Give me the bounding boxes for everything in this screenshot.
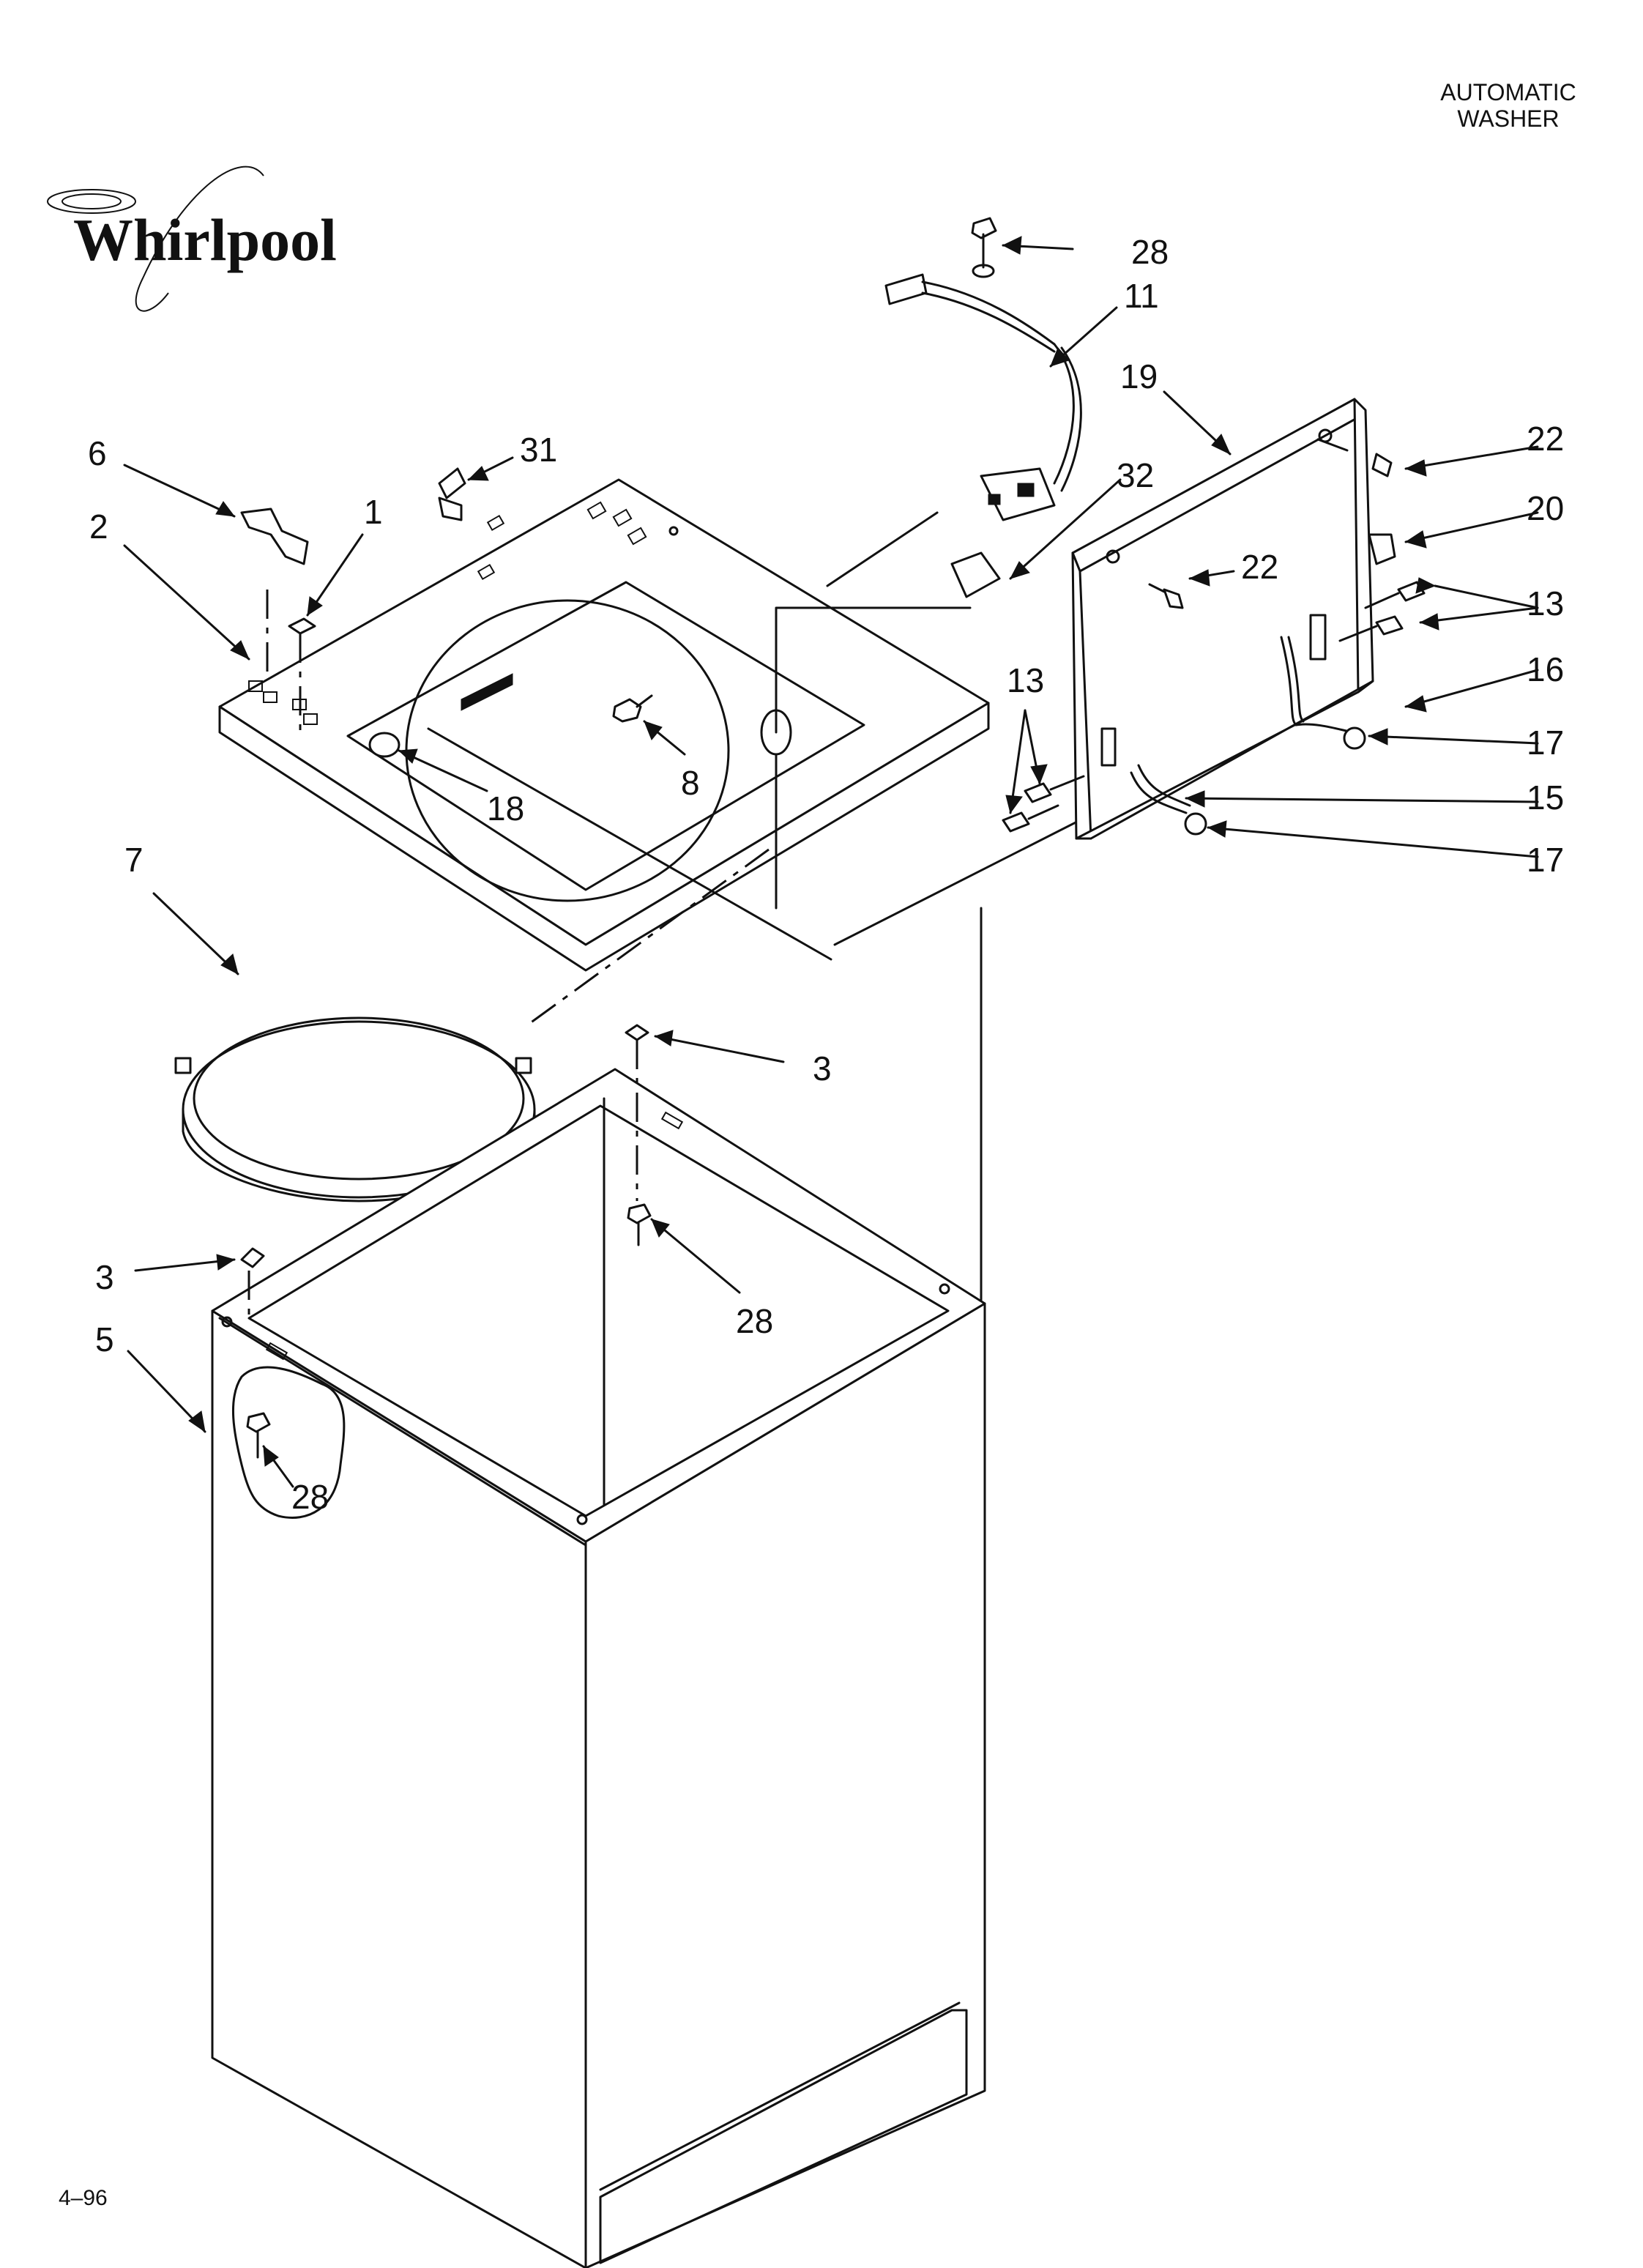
hose-elbow-18 [368, 732, 400, 758]
cap-17-lower [1184, 812, 1207, 836]
logo-swirl-outer [47, 189, 136, 214]
callout-17-upper: 17 [1527, 724, 1564, 762]
callout-22-center: 22 [1241, 548, 1278, 586]
screw-28-cutaway [246, 1412, 271, 1459]
footer-code: 4–96 [59, 2186, 108, 2210]
hinge-clip [240, 507, 309, 565]
clip-3-center [625, 1024, 649, 1201]
washer-top [218, 478, 990, 972]
callout-20: 20 [1527, 489, 1564, 527]
lid-switch-harness [826, 273, 1082, 587]
callout-28-cutaway: 28 [291, 1478, 329, 1516]
spring-clip-1 [288, 617, 316, 732]
rivet-22-center [1148, 583, 1184, 609]
logo-swoosh [135, 166, 264, 312]
screw-13-right [1338, 581, 1426, 642]
callout-13-left: 13 [1007, 661, 1044, 699]
callout-28-top: 28 [1131, 233, 1169, 271]
cap-17-upper [1343, 726, 1366, 750]
screw-28-top [971, 217, 997, 278]
cabinet [211, 907, 986, 2268]
callout-labels: 28 11 19 22 20 22 13 16 17 15 17 13 6 2 … [88, 233, 1564, 1516]
guide-console [833, 815, 1089, 946]
callout-31: 31 [520, 431, 557, 469]
lid-strike-32 [950, 551, 1001, 598]
guide-hose [427, 727, 832, 961]
clip-20 [1368, 533, 1396, 565]
callout-18: 18 [487, 789, 524, 828]
logo-swirl-inner [62, 193, 122, 209]
callout-11: 11 [1124, 277, 1159, 315]
callout-3-left: 3 [95, 1258, 114, 1296]
callout-1: 1 [364, 493, 383, 531]
cutaway-window [231, 1366, 346, 1519]
screw-13-left [1002, 775, 1085, 833]
callout-17-lower: 17 [1527, 841, 1564, 879]
screw-8 [612, 694, 653, 723]
screw-28-center [627, 1203, 652, 1246]
header-line-2: WASHER [1457, 105, 1560, 132]
clip-3-left [240, 1247, 265, 1318]
rear-panel [1071, 398, 1374, 840]
rivet-22-right [1371, 453, 1393, 477]
bracket-31 [438, 467, 466, 521]
callout-2: 2 [89, 507, 108, 546]
callout-28-center: 28 [736, 1302, 773, 1340]
callout-3-center: 3 [813, 1049, 832, 1087]
callout-22-right: 22 [1527, 420, 1564, 458]
callout-8: 8 [681, 764, 700, 802]
callout-19: 19 [1120, 357, 1158, 395]
leader-32 [775, 606, 972, 734]
callout-16: 16 [1527, 650, 1564, 688]
callout-7: 7 [124, 841, 144, 879]
callout-5: 5 [95, 1320, 114, 1358]
arrowheads [188, 236, 1439, 1467]
logo-text: Whirlpool [73, 207, 337, 273]
whirlpool-logo: Whirlpool [47, 166, 337, 312]
callout-6: 6 [88, 434, 107, 472]
callout-32: 32 [1117, 456, 1154, 494]
header-title: AUTOMATIC WASHER [1398, 79, 1618, 132]
header-line-1: AUTOMATIC [1440, 79, 1576, 105]
callout-13-right: 13 [1527, 584, 1564, 622]
callout-15: 15 [1527, 778, 1564, 817]
guide-tub-ring [526, 848, 770, 1027]
